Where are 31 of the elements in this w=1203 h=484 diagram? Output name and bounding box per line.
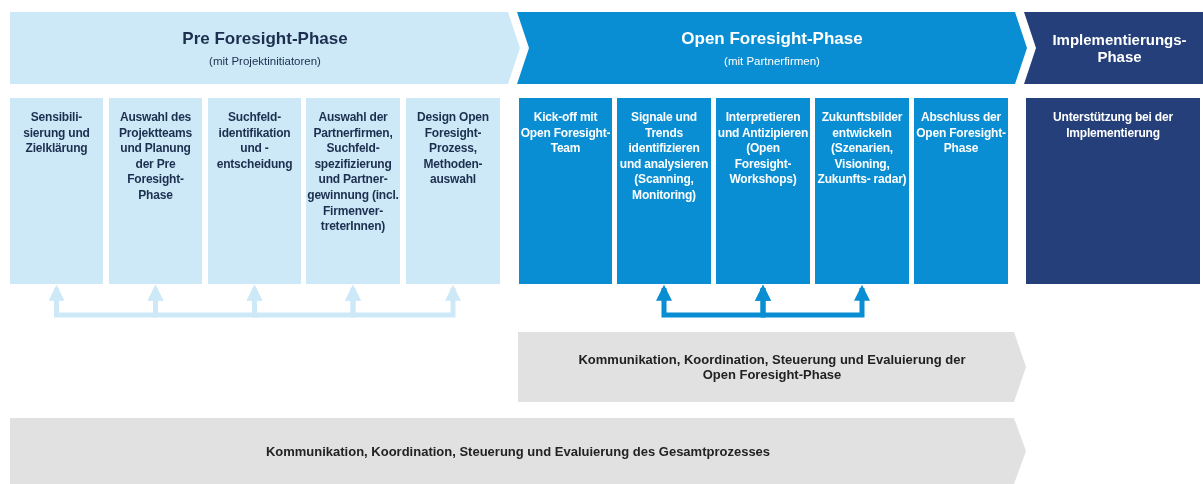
process-label: Kommunikation, Koordination, Steuerung und Evaluierung der Open Foresight-Phase [577, 352, 967, 382]
process-box [519, 98, 612, 284]
step-label: Design Open Foresight- Prozess, Methoden- auswahl [416, 110, 490, 188]
phase-title: Open Foresight-Phase [681, 29, 863, 49]
step-label: Unterstützung bei der Implementierung [1052, 110, 1174, 142]
step-label: Suchfeld- identifikation und -entscheidung [215, 110, 294, 173]
feedback-arrow [755, 284, 870, 318]
step-label: Auswahl des Projektteams und Planung der Pre Foresight- Phase [118, 110, 193, 204]
step-label: Kick-off mit Open Foresight- Team [520, 110, 611, 157]
step-label: Signale und Trends identifizieren und analysieren (Scanning, Monitoring) [618, 110, 710, 204]
process-box [10, 98, 103, 284]
process-box [815, 98, 909, 284]
process-box [617, 98, 711, 284]
step-label: Abschluss der Open Foresight- Phase [915, 110, 1007, 157]
process-box [109, 98, 202, 284]
process-box [1026, 98, 1200, 284]
process-box [208, 98, 301, 284]
phase-title: Implementierungs- Phase [1051, 31, 1188, 65]
step-label: Sensibili- sierung und Zielklärung [22, 110, 91, 157]
feedback-arrow [345, 284, 461, 318]
process-label: Kommunikation, Koordination, Steuerung und Evaluierung des Gesamtprozesses [265, 443, 771, 459]
phase-title: Pre Foresight-Phase [182, 29, 348, 49]
process-box [914, 98, 1008, 284]
phase-subtitle: (mit Projektinitiatoren) [209, 55, 321, 67]
process-box [716, 98, 810, 284]
step-label: Auswahl der Partnerfirmen, Suchfeld- spezifizierung und Partner- gewinnung (incl. Firmenver- treterInnen) [307, 110, 399, 235]
step-label: Interpretieren und Antizipieren (Open Foresight- Workshops) [717, 110, 809, 188]
phase-subtitle: (mit Partnerfirmen) [724, 55, 820, 67]
step-label: Zukunftsbilder entwickeln (Szenarien, Visioning, Zukunfts- radar) [816, 110, 908, 188]
process-box [306, 98, 400, 284]
process-box [406, 98, 500, 284]
